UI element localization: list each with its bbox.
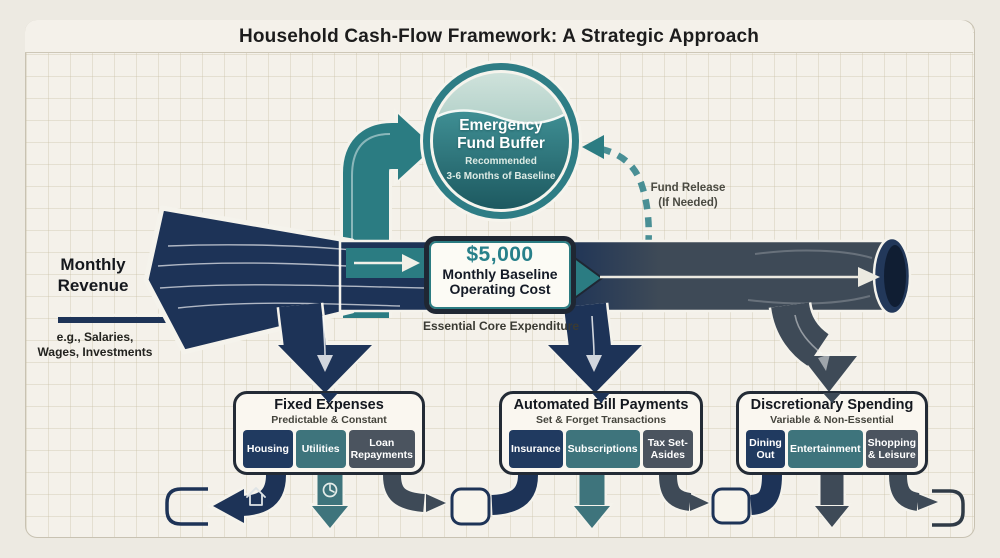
chip-tax-set-asides: Tax Set-Asides	[642, 430, 693, 469]
fixed-expenses-box: Fixed Expenses Predictable & Constant Ho…	[233, 391, 425, 475]
revenue-examples-label: e.g., Salaries, Wages, Investments	[37, 330, 153, 359]
category-title: Automated Bill Payments	[513, 397, 689, 413]
baseline-input-arrow	[346, 248, 428, 278]
automated-outflow-group	[490, 473, 751, 531]
category-subtitle: Variable & Non-Essential	[770, 413, 894, 426]
automated-bills-box: Automated Bill Payments Set & Forget Tra…	[499, 391, 703, 475]
baseline-cost-node: $5,000 Monthly Baseline Operating Cost	[424, 236, 576, 314]
emergency-fund-sub1: Recommended	[465, 155, 537, 167]
fund-water-gauge: Emergency Fund Buffer Recommended 3-6 Mo…	[430, 70, 572, 212]
emergency-fund-text: Emergency Fund Buffer Recommended 3-6 Mo…	[433, 73, 569, 209]
page-title: Household Cash-Flow Framework: A Strateg…	[238, 26, 760, 47]
branch-automated-bills	[543, 302, 647, 399]
chip-insurance: Insurance	[509, 430, 563, 469]
chip-dining-out: Dining Out	[746, 430, 785, 469]
fund-release-label: Fund Release (If Needed)	[650, 182, 726, 209]
pipe-end-cap	[872, 236, 912, 316]
branch-discretionary	[768, 301, 861, 397]
emergency-fund-sub2: 3-6 Months of Baseline	[446, 171, 556, 183]
emergency-deposit-arrow	[340, 108, 440, 318]
category-title: Discretionary Spending	[750, 397, 914, 413]
chip-loan-repayments: Loan Repayments	[348, 430, 416, 469]
chip-shopping-leisure: Shopping & Leisure	[865, 430, 918, 469]
chip-subscriptions: Subscriptions	[565, 430, 640, 469]
baseline-amount: $5,000	[466, 243, 534, 266]
chip-row: Insurance Subscriptions Tax Set-Asides	[509, 430, 693, 469]
branch-fixed-expenses	[273, 302, 377, 399]
category-subtitle: Set & Forget Transactions	[535, 413, 667, 426]
pipe-flow-arrow	[600, 267, 880, 287]
emergency-fund-title: Emergency Fund Buffer	[457, 117, 545, 152]
category-subtitle: Predictable & Constant	[271, 413, 387, 426]
discretionary-spending-box: Discretionary Spending Variable & Non-Es…	[736, 391, 928, 475]
fixed-outflow-group	[165, 474, 491, 531]
arrow-notch	[592, 393, 610, 403]
chip-row: Dining Out Entertainment Shopping & Leis…	[746, 430, 918, 469]
chip-row: Housing Utilities Loan Repayments	[243, 430, 416, 469]
timer-icon	[322, 482, 338, 498]
baseline-label: Monthly Baseline Operating Cost	[442, 266, 558, 298]
chip-utilities: Utilities	[295, 430, 346, 469]
water-wave-graphic	[433, 109, 569, 209]
category-title: Fixed Expenses	[274, 397, 384, 413]
arrow-notch	[320, 393, 338, 403]
chip-entertainment: Entertainment	[788, 430, 863, 469]
discretionary-outflow-group	[749, 474, 965, 530]
arrow-notch	[823, 393, 841, 403]
monthly-revenue-label: Monthly Revenue	[57, 255, 129, 296]
house-icon	[246, 487, 266, 506]
fund-release-arrow	[582, 135, 652, 251]
chip-housing: Housing	[243, 430, 293, 469]
emergency-fund-node: Emergency Fund Buffer Recommended 3-6 Mo…	[423, 63, 579, 219]
baseline-caption: Essential Core Expenditure	[422, 319, 580, 333]
title-bar: Household Cash-Flow Framework: A Strateg…	[25, 20, 973, 53]
